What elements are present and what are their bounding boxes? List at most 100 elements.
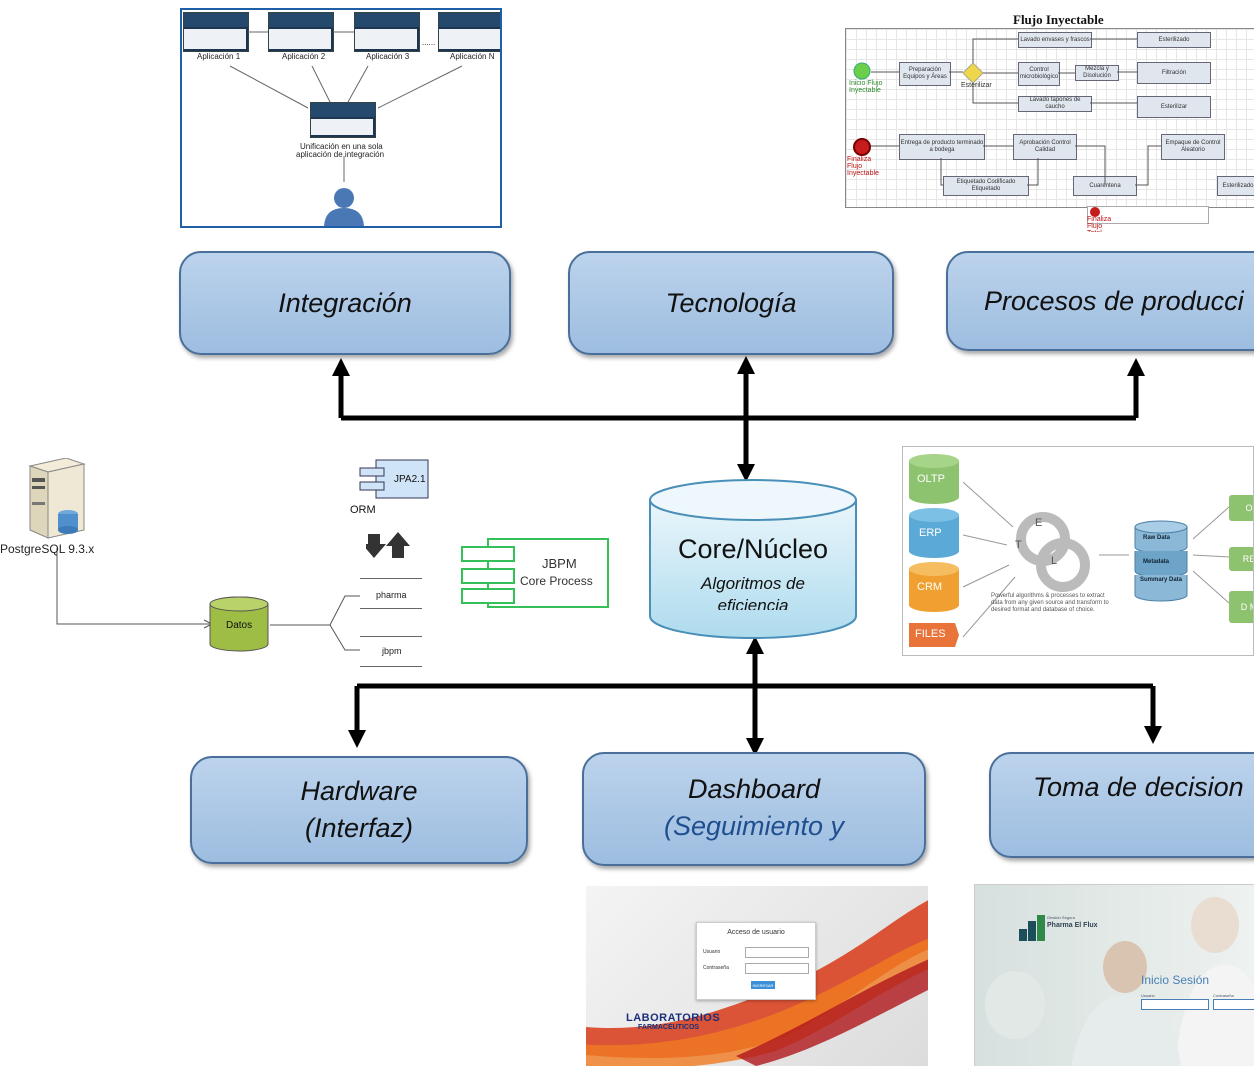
login2-title: Inicio Sesión <box>1141 973 1210 987</box>
people-photo <box>985 897 1254 1066</box>
dashboard-label-1: Dashboard <box>687 774 821 804</box>
unify-label-2: aplicación de integración <box>296 150 385 159</box>
jpa-label: JPA2.1 <box>394 474 426 485</box>
login2-pass-input[interactable] <box>1213 999 1254 1010</box>
core-title: Core/Núcleo <box>677 534 829 564</box>
login2-user-input[interactable] <box>1141 999 1209 1010</box>
core-subtitle-2: eficiencia <box>717 598 789 610</box>
integracion-box: Integración <box>179 251 511 355</box>
task-2: Esterilizado <box>1137 32 1211 48</box>
task-5: Mezcla y Disolución <box>1075 65 1119 81</box>
etl-thumbnail: OLTP ERP CRM FILES E T L Powerful algori… <box>902 446 1254 656</box>
jbpm-label-2: Core Process <box>520 574 593 588</box>
login1-title: Acceso de usuario <box>727 929 785 936</box>
etl-output-2: RE <box>1229 547 1253 571</box>
schema-pharma: pharma <box>376 590 407 600</box>
red-wave-graphic <box>586 900 928 1066</box>
lower-strip <box>1087 206 1209 224</box>
login-panel-1: Acceso de usuario Usuario Contraseña ING… <box>696 922 816 1000</box>
etl-letter-t: T <box>1015 539 1022 551</box>
datos-cylinder <box>209 596 269 652</box>
dashboard-box: Dashboard (Seguimiento y <box>582 752 926 866</box>
pharma-logo-icon <box>1019 915 1045 941</box>
etl-description: Powerful algorithms & processes to extra… <box>991 593 1109 613</box>
integracion-label: Integración <box>278 287 412 318</box>
login-thumbnail-1: Acceso de usuario Usuario Contraseña ING… <box>586 886 928 1066</box>
toma-box: Toma de decision <box>989 752 1254 858</box>
task-14: Esterilizado <box>1217 176 1254 196</box>
etl-output-3: D M <box>1229 591 1253 623</box>
login1-pass-label: Contraseña <box>703 965 729 971</box>
task-12: Etiquetado Codificado Etiquetado <box>943 176 1029 196</box>
login1-user-label: Usuario <box>703 949 721 955</box>
gateway <box>963 63 983 83</box>
login2-brand: Pharma El Flux <box>1047 922 1098 929</box>
login1-brand-2: FARMACÉUTICOS <box>638 1024 700 1031</box>
login2-user-label: Usuario <box>1141 993 1155 998</box>
task-8: Esterilizar <box>1137 96 1211 118</box>
end-label: Finaliza Flujo Inyectable <box>847 156 879 177</box>
task-3: Preparación Equipos y Áreas <box>899 62 951 86</box>
task-7: Lavado tapones de caucho <box>1018 96 1092 112</box>
toma-label: Toma de decision <box>1033 772 1244 802</box>
bpmn-canvas <box>845 28 1254 208</box>
schema-list: pharma jbpm <box>360 578 422 668</box>
login1-user-input[interactable] <box>745 947 809 958</box>
app-window-2 <box>268 12 334 52</box>
etl-source-cylinders <box>909 454 1230 647</box>
core-subtitle: Algoritmos de <box>701 574 805 593</box>
sync-arrows-icon <box>366 532 410 558</box>
app-label-2: Aplicación 2 <box>282 52 326 61</box>
app-window-3 <box>354 12 420 52</box>
bpmn-flows <box>871 38 1161 186</box>
dashboard-label-2: (Seguimiento y <box>663 811 845 841</box>
hardware-label-1: Hardware <box>300 776 418 806</box>
login2-pass-label: Contraseña <box>1213 993 1234 998</box>
gateway-label: Esterilizar <box>961 82 992 89</box>
integration-thumbnail: Aplicación 1 Aplicación 2 Aplicación 3 A… <box>180 8 502 228</box>
etl-store-summary: Summary Data <box>1139 577 1183 583</box>
end-event <box>853 138 871 156</box>
jbpm-label-1: JBPM <box>542 556 577 571</box>
start-event <box>853 62 871 80</box>
tecnologia-box: Tecnología <box>568 251 894 355</box>
end2-label: Finaliza Flujo Total <box>1087 216 1112 232</box>
procesos-box: Procesos de producci <box>946 251 1254 351</box>
etl-store-meta: Metadata <box>1143 559 1170 565</box>
user-icon <box>324 188 364 226</box>
etl-src-files: FILES <box>915 628 946 640</box>
task-6: Filtración <box>1137 62 1211 84</box>
unify-label-1: Unificación en una sola <box>300 142 383 151</box>
etl-output-1: O <box>1229 495 1253 521</box>
app-label-3: Aplicación 3 <box>366 52 410 61</box>
hardware-label-2: (Interfaz) <box>304 813 414 843</box>
login2-brand-small: Gestión Segura <box>1047 915 1075 920</box>
tecnologia-label: Tecnología <box>665 287 797 318</box>
task-11: Empaque de Control Aleatorio <box>1161 134 1225 160</box>
login-thumbnail-2: Gestión Segura Pharma El Flux Inicio Ses… <box>974 884 1254 1066</box>
login1-pass-input[interactable] <box>745 963 809 974</box>
flujo-title: Flujo Inyectable <box>1013 12 1104 27</box>
task-4: Control microbiológico <box>1018 62 1060 86</box>
integration-arrows <box>229 31 463 182</box>
etl-src-oltp: OLTP <box>917 473 945 485</box>
jbpm-component-icon <box>461 538 609 608</box>
end-event-2 <box>1090 207 1100 217</box>
jpa-component-icon <box>359 459 429 499</box>
login1-submit-button[interactable]: INGRESAR <box>751 981 775 989</box>
task-9: Entrega de producto terminado a bodega <box>899 134 985 160</box>
core-cylinder <box>649 479 857 639</box>
app-label-n: Aplicación N <box>450 52 495 61</box>
hardware-box: Hardware (Interfaz) <box>190 756 528 864</box>
etl-letter-e: E <box>1035 517 1043 529</box>
datos-label: Datos <box>226 620 253 631</box>
task-10: Aprobación Control Calidad <box>1013 134 1077 160</box>
schema-jbpm: jbpm <box>382 646 402 656</box>
app-window-n <box>438 12 500 52</box>
unified-app-window <box>310 102 376 138</box>
etl-src-crm: CRM <box>917 581 943 593</box>
server-icon <box>28 458 86 539</box>
etl-src-erp: ERP <box>919 527 942 539</box>
etl-store-raw: Raw Data <box>1143 535 1171 541</box>
